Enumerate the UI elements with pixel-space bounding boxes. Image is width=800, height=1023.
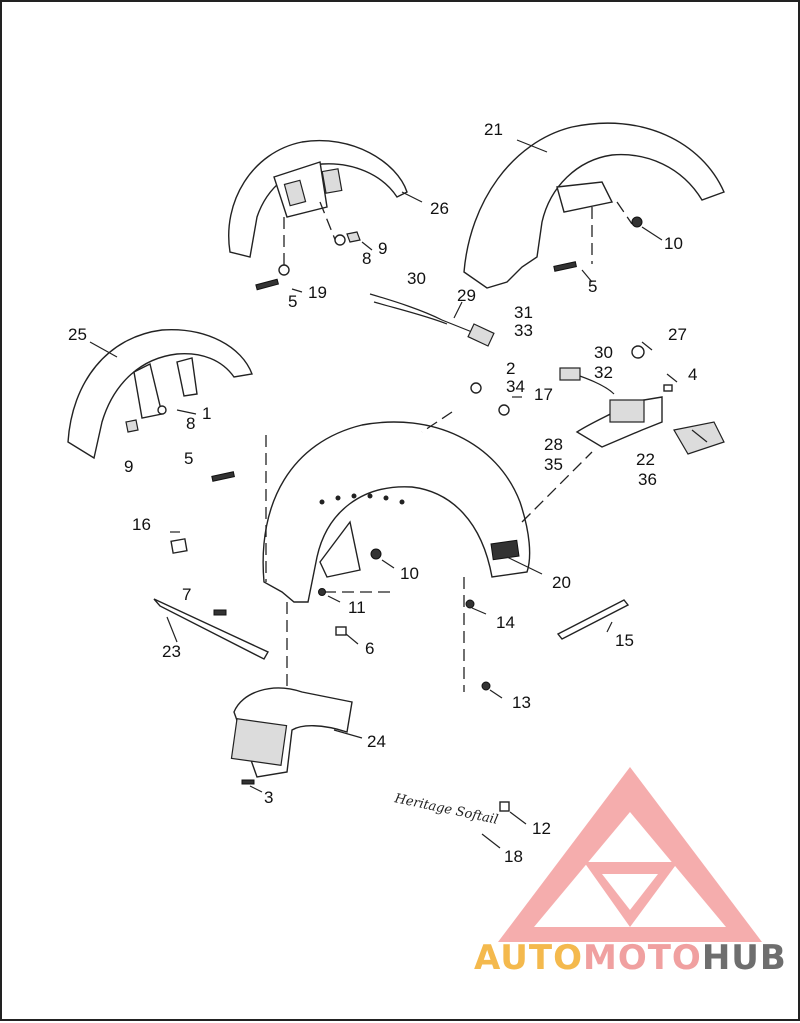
callout-21: 21 xyxy=(484,120,503,139)
callout-4: 4 xyxy=(688,365,697,384)
callout-22: 22 xyxy=(636,450,655,469)
callout-12: 12 xyxy=(532,819,551,838)
callout-1: 1 xyxy=(202,404,211,423)
trim-strip-23 xyxy=(153,598,269,660)
callout-20: 20 xyxy=(552,573,571,592)
callout-34: 34 xyxy=(506,377,525,396)
callout-18: 18 xyxy=(504,847,523,866)
callout-32: 32 xyxy=(594,363,613,382)
callout-28: 28 xyxy=(544,435,563,454)
callout-35: 35 xyxy=(544,455,563,474)
callout-29: 29 xyxy=(457,286,476,305)
callout-30-top: 30 xyxy=(407,269,426,288)
callout-33: 33 xyxy=(514,321,533,340)
callout-labels: 1 2 3 4 5 5 5 6 7 8 8 9 9 10 10 11 12 13… xyxy=(68,120,697,866)
callout-17: 17 xyxy=(534,385,553,404)
cable-tie-15 xyxy=(556,599,630,640)
callout-10-main: 10 xyxy=(400,564,419,583)
callout-9-top: 9 xyxy=(378,239,387,258)
callout-23: 23 xyxy=(162,642,181,661)
front-fender-26 xyxy=(228,140,408,270)
callout-27: 27 xyxy=(668,325,687,344)
callout-leaders xyxy=(89,139,708,849)
heritage-softail-emblem: Heritage Softail xyxy=(392,791,499,828)
watermark-auto: AUTO xyxy=(474,938,583,978)
callout-2: 2 xyxy=(506,359,515,378)
fender-vent-holes xyxy=(319,493,405,505)
callout-11: 11 xyxy=(348,598,366,617)
taillight-lens-22 xyxy=(673,421,725,455)
watermark-moto: MOTO xyxy=(582,938,702,978)
callout-8-top: 8 xyxy=(362,249,371,268)
rear-fender-20 xyxy=(262,411,593,702)
callout-8-left: 8 xyxy=(186,414,195,433)
callout-25: 25 xyxy=(68,325,87,344)
taillight-base-28 xyxy=(575,396,663,448)
callout-30-right: 30 xyxy=(594,343,613,362)
callout-7: 7 xyxy=(182,585,191,604)
license-bracket-24 xyxy=(230,687,353,778)
watermark-hub: HUB xyxy=(701,938,787,978)
front-fender-25 xyxy=(67,329,253,460)
callout-10-rear: 10 xyxy=(664,234,683,253)
callout-13: 13 xyxy=(512,693,531,712)
callout-15: 15 xyxy=(615,631,634,650)
watermark-triangle-logo xyxy=(498,767,762,942)
callout-6: 6 xyxy=(365,639,374,658)
callout-31: 31 xyxy=(514,303,533,322)
callout-5-rear: 5 xyxy=(588,277,597,296)
callout-26: 26 xyxy=(430,199,449,218)
callout-9-left: 9 xyxy=(124,457,133,476)
callout-24: 24 xyxy=(367,732,386,751)
callout-5-front: 5 xyxy=(288,292,297,311)
callout-14: 14 xyxy=(496,613,515,632)
callout-36: 36 xyxy=(638,470,657,489)
automotohub-watermark: AUTOMOTOHUB xyxy=(474,938,787,978)
wiring-harness-29 xyxy=(369,293,615,395)
callout-19: 19 xyxy=(308,283,327,302)
callout-16: 16 xyxy=(132,515,151,534)
fasteners xyxy=(125,216,673,812)
callout-5-main: 5 xyxy=(184,449,193,468)
rear-fender-21 xyxy=(463,122,725,289)
callout-3: 3 xyxy=(264,788,273,807)
